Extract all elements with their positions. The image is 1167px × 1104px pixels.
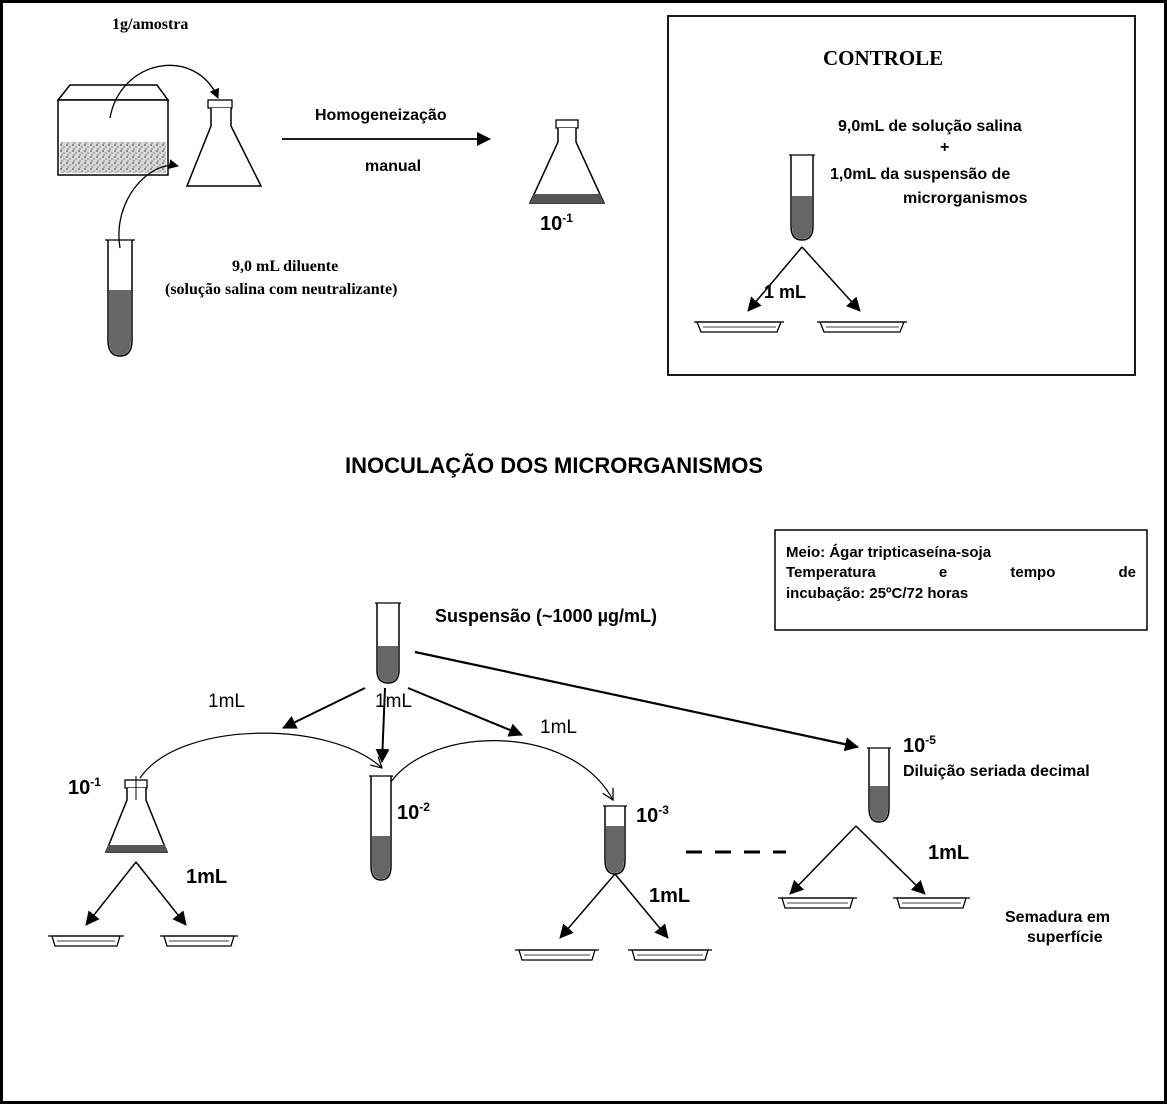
petri-dish-icon <box>628 949 712 961</box>
info-line3: incubação: 25ºC/72 horas <box>786 585 969 602</box>
transfer-arrow-icon <box>375 687 390 763</box>
test-tube-icon <box>789 154 815 241</box>
flask-icon <box>185 99 263 187</box>
control-line2: 1,0mL da suspensão de <box>830 166 1011 183</box>
petri-dish-icon <box>694 321 784 333</box>
serial-arrow-icon <box>139 732 382 779</box>
control-title: CONTROLE <box>823 46 944 70</box>
plating-volume: 1mL <box>928 842 970 864</box>
serial-arrow-icon <box>385 740 613 800</box>
plating-arrow-icon <box>747 246 803 312</box>
plating-label-2: superfície <box>1027 929 1103 946</box>
plating-arrow-icon <box>559 873 616 939</box>
transfer-label: 1mL <box>375 691 412 712</box>
plating-arrow-icon <box>614 873 669 939</box>
plating-volume: 1mL <box>186 866 228 888</box>
dilution-label: 10-3 <box>636 803 669 827</box>
transfer-arrow-icon <box>282 687 366 729</box>
plating-arrow-icon <box>135 861 187 926</box>
petri-dish-icon <box>160 935 238 947</box>
sample-container-icon <box>56 84 170 176</box>
test-tube-icon <box>369 775 393 881</box>
info-line1: Meio: Ágar tripticaseína-soja <box>786 544 992 561</box>
test-tube-icon <box>375 602 401 684</box>
dilution-label: 10-5 <box>903 733 936 757</box>
control-box <box>667 15 1136 376</box>
homogenize-label: Homogeneização <box>315 107 447 124</box>
serial-dilution-label: Diluição seriada decimal <box>903 763 1090 780</box>
flask-icon <box>104 776 169 853</box>
test-tube-icon <box>603 805 627 875</box>
petri-dish-icon <box>48 935 124 947</box>
petri-dish-icon <box>778 897 857 909</box>
test-tube-icon <box>867 747 891 823</box>
plating-arrow-icon <box>855 825 926 895</box>
control-plus: + <box>940 139 950 156</box>
dilution-label: 10-2 <box>397 800 430 824</box>
diluent-label-2: (solução salina com neutralizante) <box>165 281 398 298</box>
plating-arrow-icon <box>801 246 861 312</box>
transfer-label: 1mL <box>208 691 245 712</box>
dilution-label: 10-1 <box>68 775 101 799</box>
plating-label: Semadura em <box>1005 909 1110 926</box>
transfer-arrow-icon <box>407 687 523 737</box>
control-line1: 9,0mL de solução salina <box>838 118 1022 135</box>
transfer-arrow-icon <box>118 159 179 249</box>
transfer-arrow-icon <box>109 64 219 119</box>
plating-volume: 1mL <box>649 885 691 907</box>
flask-icon <box>528 119 606 204</box>
plating-arrow-icon <box>789 825 857 895</box>
petri-dish-icon <box>515 949 599 961</box>
info-line2: Temperatura e tempo de <box>786 564 1136 581</box>
suspension-label: Suspensão (~1000 µg/mL) <box>435 606 657 626</box>
dilution-label-top: 10-1 <box>540 211 573 235</box>
petri-dish-icon <box>817 321 907 333</box>
diluent-label: 9,0 mL diluente <box>232 258 339 275</box>
transfer-arrow-icon <box>414 650 859 752</box>
homogenize-label-2: manual <box>365 158 422 175</box>
transfer-label: 1mL <box>540 717 577 738</box>
sample-label: 1g/amostra <box>112 16 189 33</box>
info-box <box>774 529 1148 631</box>
petri-dish-icon <box>893 897 970 909</box>
section-title: INOCULAÇÃO DOS MICRORGANISMOS <box>345 453 763 478</box>
test-tube-icon <box>105 239 135 357</box>
plating-arrow-icon <box>85 861 137 926</box>
control-line3: microrganismos <box>903 190 1028 207</box>
control-volume: 1 mL <box>764 282 807 302</box>
